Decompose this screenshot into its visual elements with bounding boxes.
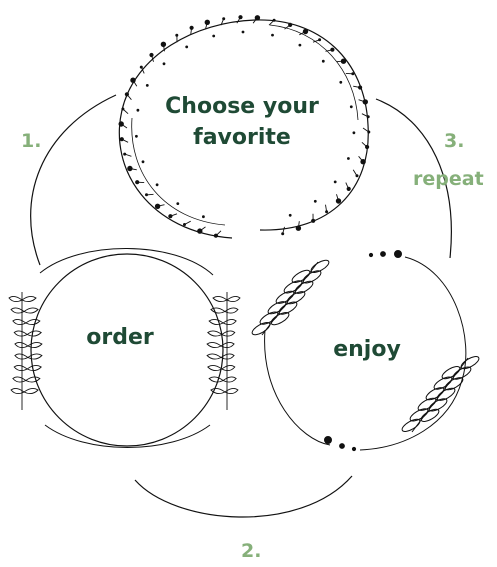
vine-sprig <box>127 94 132 99</box>
vine-berry <box>137 109 140 112</box>
vine-berry <box>350 105 353 108</box>
fern-leaf <box>309 258 330 275</box>
step-number-1: 1. <box>21 130 41 152</box>
vine-berry <box>314 200 317 203</box>
connector-arc-left <box>31 95 116 265</box>
laurel-leaf <box>28 342 42 347</box>
vine-berry <box>155 204 160 209</box>
vine-berry <box>130 78 135 83</box>
laurel-leaf <box>28 354 42 359</box>
vine-berry <box>212 35 215 38</box>
laurel-leaf <box>15 354 28 359</box>
laurel-leaf <box>223 377 236 382</box>
vine-sprig <box>362 142 367 147</box>
vine-berry <box>142 160 145 163</box>
vine-berry <box>271 34 274 37</box>
vine-berry <box>185 46 188 49</box>
vine-berry <box>163 62 166 65</box>
vine-berry <box>353 131 356 134</box>
vine-sprig <box>216 231 221 236</box>
vine-berry <box>347 157 350 160</box>
connector-arc-bottom <box>135 476 352 517</box>
fern-leaf <box>459 354 480 371</box>
vine-sprig <box>147 194 154 195</box>
vine-berry <box>367 115 370 118</box>
vine-sprig <box>185 221 191 224</box>
choose-line-2: favorite <box>158 122 326 153</box>
repeat-label: repeat <box>413 168 484 190</box>
vine-sprig <box>337 61 344 62</box>
laurel-leaf <box>211 308 225 313</box>
vine-sprig <box>269 20 274 25</box>
laurel-leaf <box>13 377 26 382</box>
choose-line-1: Choose your <box>158 91 326 122</box>
vine-berry <box>156 183 159 186</box>
laurel-leaf <box>208 331 222 336</box>
vine-berry <box>363 99 368 104</box>
vine-berry <box>299 44 302 47</box>
vine-berry <box>289 214 292 217</box>
vine-berry <box>176 202 179 205</box>
vine-sprig <box>125 154 132 156</box>
laurel-leaf <box>223 319 236 324</box>
laurel-leaf <box>222 365 235 370</box>
laurel-leaf <box>15 342 28 347</box>
laurel-leaf <box>207 342 221 347</box>
enjoy-label: enjoy <box>325 334 409 365</box>
vine-berry <box>334 181 337 184</box>
laurel-leaf <box>9 296 22 301</box>
laurel-leaf <box>207 354 221 359</box>
order-label: order <box>80 322 160 353</box>
laurel-leaf <box>27 331 41 336</box>
laurel-leaf <box>14 331 27 336</box>
laurel-leaf <box>209 377 223 382</box>
laurel-leaf <box>24 308 38 313</box>
vine-berry <box>339 81 342 84</box>
vine-berry <box>322 60 325 63</box>
laurel-leaf <box>213 296 227 301</box>
laurel-leaf <box>227 296 240 301</box>
step-number-2: 2. <box>241 540 261 562</box>
laurel-leaf <box>209 319 223 324</box>
vine-berry <box>120 137 124 141</box>
laurel-leaf <box>14 365 27 370</box>
vine-sprig <box>123 109 128 114</box>
laurel-leaf <box>222 331 235 336</box>
vine-sprig <box>353 170 357 176</box>
vine-berry <box>202 215 205 218</box>
laurel-leaf <box>26 377 40 382</box>
laurel-leaf <box>26 319 40 324</box>
vine-berry <box>242 31 245 34</box>
laurel-leaf <box>22 296 36 301</box>
vine-berry <box>135 135 138 138</box>
laurel-leaf <box>27 365 41 370</box>
choose-your-favorite-label: Choose your favorite <box>158 91 326 153</box>
laurel-leaf <box>208 365 222 370</box>
step-number-3: 3. <box>444 130 464 152</box>
laurel-leaf <box>13 319 26 324</box>
laurel-leaf <box>24 388 38 393</box>
vine-berry <box>146 84 149 87</box>
